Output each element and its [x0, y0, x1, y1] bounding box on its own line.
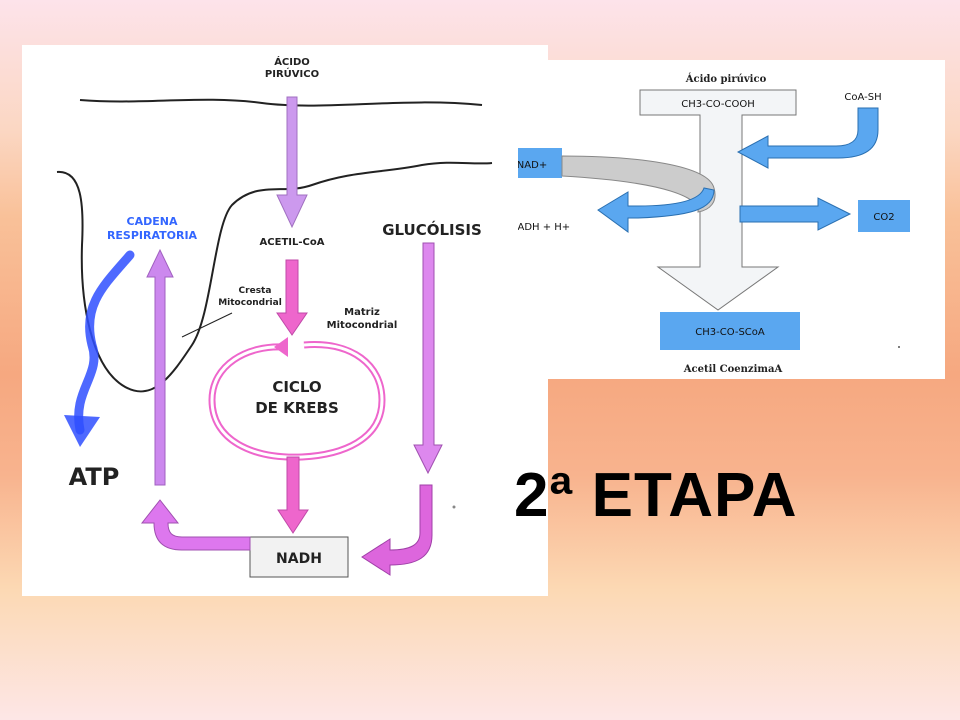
speck: [452, 505, 456, 509]
krebs-to-nadh-arrow: [277, 456, 309, 534]
nadh-label-right: NADH + H+: [518, 222, 570, 233]
speck-right: [898, 346, 900, 348]
nadh-label: NADH: [276, 551, 322, 567]
krebs-cycle-ring-inner: [210, 343, 384, 459]
formula-bottom-box: [660, 312, 800, 350]
pyruvate-svg: Ácido pirúvico CH3-CO-COOH CoA-SH NAD+ N…: [504, 73, 910, 375]
acetil-arrow: [276, 259, 308, 336]
co2-box: [858, 200, 910, 232]
coa-sh-label: CoA-SH: [844, 92, 881, 103]
co2-label: CO2: [873, 212, 894, 223]
formula-bottom: CH3-CO-SCoA: [695, 327, 765, 338]
cadena-label-2: RESPIRATORIA: [107, 229, 198, 242]
respiratory-chain-arrow: [146, 248, 174, 486]
nadh-arrow: [597, 187, 715, 233]
acido-piruvico-label-1: ÁCIDO: [274, 55, 310, 68]
glucolisis-arrow: [413, 242, 443, 475]
krebs-cycle-arrowhead: [274, 337, 288, 357]
atp-label: ATP: [69, 463, 120, 491]
glucolisis-curve-arrow: [361, 484, 433, 576]
cresta-label-2: Mitocondrial: [218, 298, 282, 308]
nad-label: NAD+: [518, 160, 547, 171]
krebs-label-1: CICLO: [272, 378, 321, 396]
matriz-label-1: Matriz: [344, 307, 380, 318]
cadena-label-1: CADENA: [127, 215, 178, 228]
co2-arrow: [739, 197, 852, 231]
inner-membrane: [56, 161, 493, 393]
formula-top: CH3-CO-COOH: [681, 99, 754, 110]
mitochondria-diagram: ÁCIDO PIRÚVICO ACETIL-CoA CICLO DE KREBS…: [22, 45, 548, 596]
pyruvate-oxidation-diagram: Ácido pirúvico CH3-CO-COOH CoA-SH NAD+ N…: [504, 60, 945, 379]
glucolisis-label: GLUCÓLISIS: [382, 220, 482, 239]
atp-blue-arrowhead: [64, 415, 100, 447]
slide-title: 2ª ETAPA: [514, 461, 798, 530]
coa-sh-arrow: [736, 107, 879, 169]
acetil-coa-label: ACETIL-CoA: [260, 237, 325, 248]
outer-membrane: [79, 98, 483, 107]
acido-piruvico-label-2: PIRÚVICO: [265, 67, 319, 80]
nadh-box: [249, 536, 349, 578]
krebs-label-2: DE KREBS: [255, 399, 339, 417]
piruvico-arrow: [276, 96, 308, 229]
cresta-pointer: [181, 312, 233, 338]
matriz-label-2: Mitocondrial: [327, 320, 398, 331]
acido-piruvico-caption: Ácido pirúvico: [685, 73, 767, 85]
cresta-label-1: Cresta: [239, 286, 272, 296]
atp-blue-arrow: [74, 250, 135, 435]
nad-band: [561, 155, 716, 213]
mitochondria-svg: ÁCIDO PIRÚVICO ACETIL-CoA CICLO DE KREBS…: [56, 55, 493, 578]
acetil-coenzima-caption: Acetil CoenzimaA: [683, 364, 783, 375]
nadh-return-arrow: [140, 499, 251, 551]
main-down-arrow: [639, 89, 797, 311]
